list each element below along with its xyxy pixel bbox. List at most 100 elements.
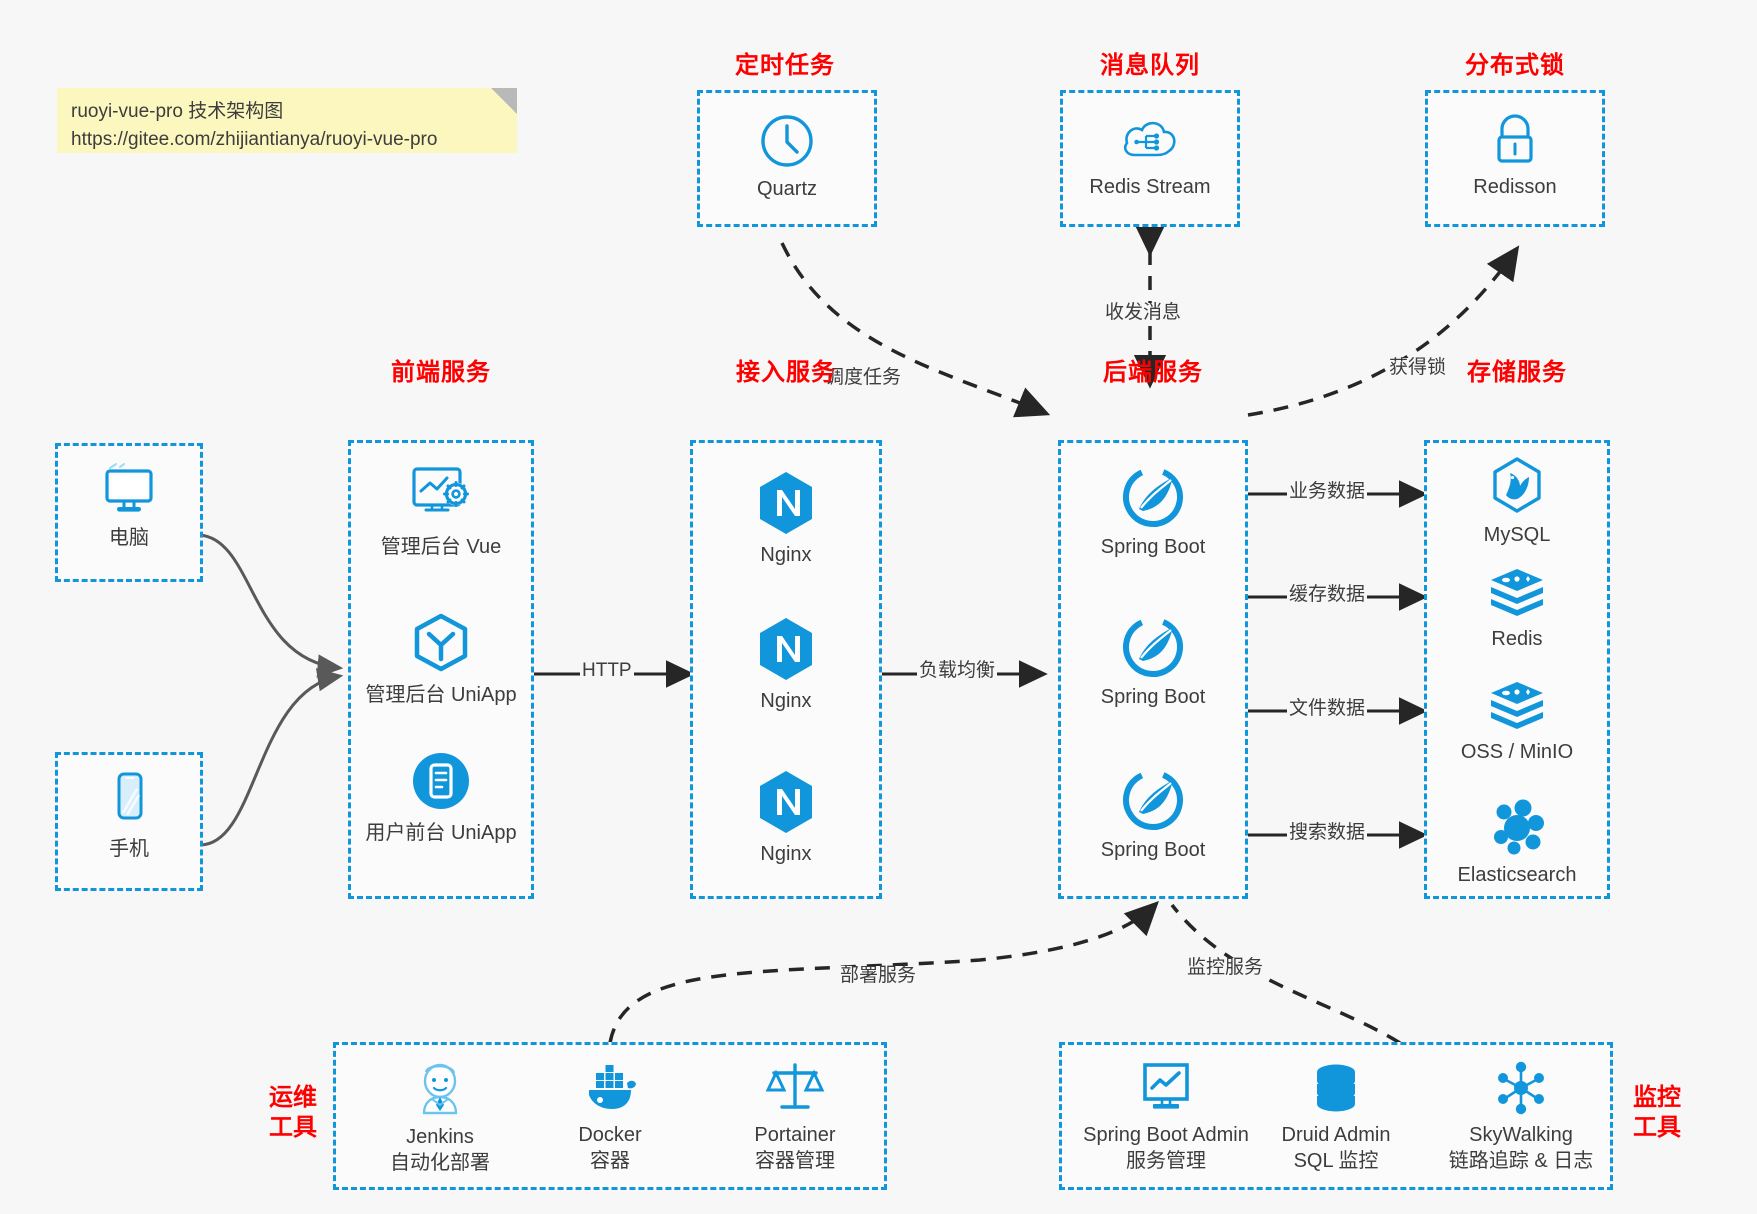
node-spring-boot-1[interactable]: Spring Boot [1061,465,1245,561]
node-elasticsearch[interactable]: Elasticsearch [1427,795,1607,889]
group-title-mq: 消息队列 [1100,52,1200,79]
note-line-2: https://gitee.com/zhijiantianya/ruoyi-vu… [71,128,438,150]
group-title-storage: 存储服务 [1467,359,1567,386]
group-title-monitoring-line2: 工具 [1633,1114,1681,1141]
edge-label-file-data: 文件数据 [1287,698,1368,720]
jenkins-icon [422,1063,458,1115]
node-label-nginx-2: Nginx [760,690,812,712]
group-title-monitoring-line1: 监控 [1633,1084,1681,1111]
elasticsearch-icon [1494,799,1544,855]
node-nginx-3[interactable]: Nginx [693,768,879,868]
edge-label-load-balance: 负载均衡 [917,660,998,682]
group-title-backend: 后端服务 [1103,359,1203,386]
wire-phone-to-frontend [199,668,344,847]
node-label-portainer: Portainer [754,1124,836,1146]
node-label-mobile: 手机 [109,838,149,860]
group-title-devops-line2: 工具 [269,1114,317,1141]
nginx-icon [760,472,812,534]
spring-boot-icon [1123,617,1183,677]
node-label-druid-admin: Druid Admin [1281,1124,1391,1146]
node-user-uniapp[interactable]: 用户前台 UniApp [351,749,531,847]
database-icon [1317,1064,1355,1112]
desktop-icon [105,463,153,512]
note-line-1: ruoyi-vue-pro 技术架构图 [71,101,284,122]
node-quartz[interactable]: Quartz [700,111,874,203]
phone-icon [117,772,143,820]
group-title-scheduler: 定时任务 [735,52,835,79]
redis-icon [1491,569,1543,616]
node-sublabel-docker: 容器 [590,1149,630,1172]
node-druid-admin[interactable]: Druid Admin SQL 监控 [1062,1059,1610,1174]
portainer-icon [765,1063,825,1109]
node-nginx-2[interactable]: Nginx [693,615,879,715]
node-spring-boot-admin[interactable]: Spring Boot Admin 服务管理 [892,1059,1440,1174]
node-pc[interactable]: 电脑 [58,462,200,552]
cloud-stream-icon [1123,121,1176,157]
spring-boot-icon [1123,467,1183,527]
group-title-lock: 分布式锁 [1465,52,1565,79]
node-mysql[interactable]: MySQL [1427,455,1607,549]
group-gateway: Nginx Nginx Nginx [690,440,882,899]
group-storage: MySQL Redis OSS / MinIO [1424,440,1610,899]
lock-icon [1497,114,1533,163]
node-redis[interactable]: Redis [1427,563,1607,653]
monitor-chart-icon [1143,1063,1189,1109]
node-nginx-1[interactable]: Nginx [693,469,879,569]
node-label-mysql: MySQL [1483,524,1551,546]
node-redisson[interactable]: Redisson [1428,111,1602,201]
group-title-gateway: 接入服务 [736,359,836,386]
node-skywalking[interactable]: SkyWalking 链路追踪 & 日志 [1247,1059,1757,1174]
node-label-jenkins: Jenkins [406,1126,474,1148]
edge-label-cache-data: 缓存数据 [1287,584,1368,606]
edge-label-search-data: 搜索数据 [1287,822,1368,844]
node-spring-boot-3[interactable]: Spring Boot [1061,768,1245,864]
group-scheduler: Quartz [697,90,877,227]
node-redis-stream[interactable]: Redis Stream [1063,111,1237,201]
node-label-spring-boot-1: Spring Boot [1100,536,1206,558]
node-docker[interactable]: Docker 容器 [336,1059,884,1174]
node-label-nginx-3: Nginx [760,843,812,865]
edge-label-http: HTTP [580,660,634,682]
edge-label-monitor-service: 监控服务 [1185,957,1266,979]
edge-label-deploy-service: 部署服务 [838,965,919,987]
node-spring-boot-2[interactable]: Spring Boot [1061,615,1245,711]
cube-uniapp-icon [414,613,468,672]
edge-label-schedule-task: 调度任务 [823,367,904,389]
app-uniapp-icon [413,753,469,809]
nginx-icon [760,771,812,833]
node-label-pc: 电脑 [109,527,149,549]
edge-label-acquire-lock: 获得锁 [1387,357,1449,379]
node-portainer[interactable]: Portainer 容器管理 [521,1059,1069,1174]
node-label-redisson: Redisson [1473,176,1557,198]
node-sublabel-portainer: 容器管理 [755,1149,835,1172]
diagram-note: ruoyi-vue-pro 技术架构图 https://gitee.com/zh… [57,88,517,153]
node-label-elasticsearch: Elasticsearch [1457,864,1577,886]
group-client-mobile: 手机 [55,752,203,891]
node-label-admin-uniapp: 管理后台 UniApp [365,684,517,706]
node-admin-uniapp[interactable]: 管理后台 UniApp [351,611,531,709]
node-label-user-uniapp: 用户前台 UniApp [365,822,517,844]
group-title-monitoring: 监控 工具 [1622,1083,1692,1143]
node-label-spring-boot-3: Spring Boot [1100,839,1206,861]
wire-backend-to-lock [1247,245,1520,417]
group-devops: Jenkins 自动化部署 Docker 容器 [333,1042,887,1190]
node-label-redis-stream: Redis Stream [1089,176,1211,198]
node-label-minio: OSS / MinIO [1460,741,1574,763]
wire-quartz-to-backend [780,242,1051,418]
group-monitoring: Spring Boot Admin 服务管理 Druid Admin SQL 监… [1059,1042,1613,1190]
node-mobile[interactable]: 手机 [58,769,200,863]
node-minio[interactable]: OSS / MinIO [1427,676,1607,766]
edge-label-business-data: 业务数据 [1287,481,1368,503]
edge-label-mq-messages: 收发消息 [1103,302,1184,324]
node-label-quartz: Quartz [756,178,818,200]
clock-icon [761,115,813,167]
spring-boot-icon [1123,770,1183,830]
docker-icon [589,1065,636,1109]
node-jenkins[interactable]: Jenkins 自动化部署 [166,1059,714,1176]
node-admin-vue[interactable]: 管理后台 Vue [351,463,531,561]
group-title-frontend: 前端服务 [391,359,491,386]
node-label-skywalking: SkyWalking [1469,1124,1573,1146]
node-sublabel-skywalking: 链路追踪 & 日志 [1448,1149,1594,1172]
node-sublabel-druid-admin: SQL 监控 [1293,1149,1379,1172]
